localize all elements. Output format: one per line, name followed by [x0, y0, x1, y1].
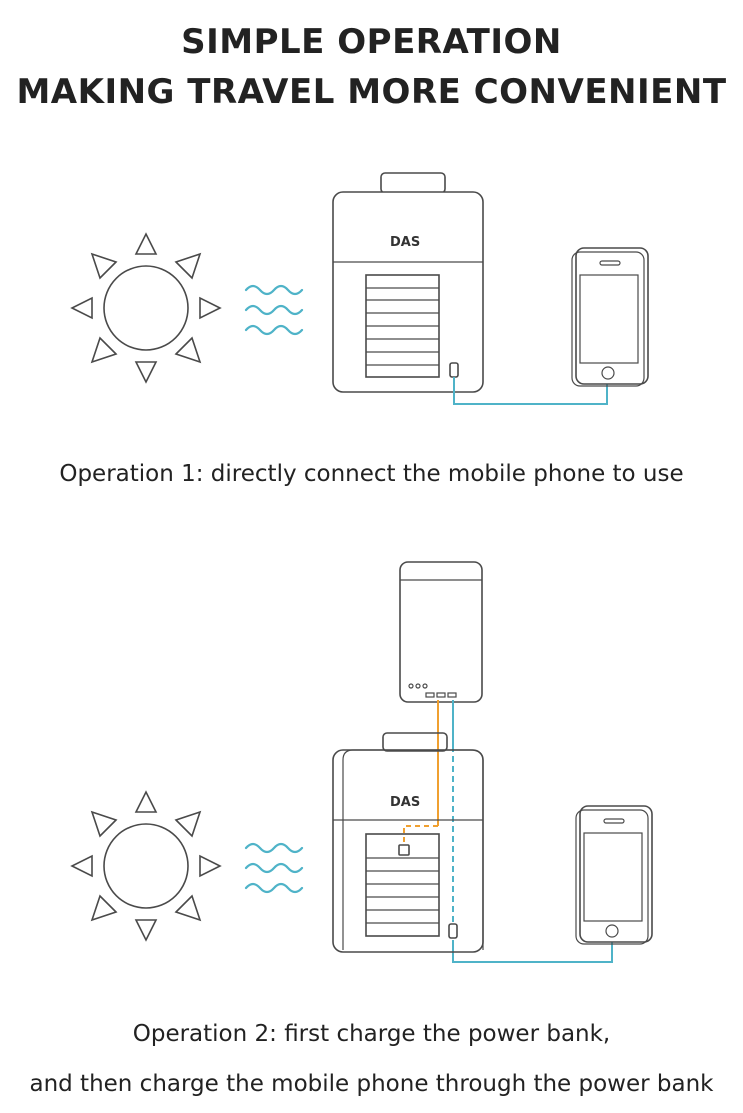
operation2-sun-icon: [70, 790, 222, 942]
operation1-cable-icon: [453, 377, 608, 405]
operation1-caption: Operation 1: directly connect the mobile…: [59, 461, 684, 487]
operation2-mobile-phone-icon: [575, 805, 653, 945]
operation2-caption-line1: Operation 2: first charge the power bank…: [132, 1021, 611, 1047]
operation1-heat-wave-icon: [244, 284, 304, 336]
operation1-solar-device-icon: DAS: [332, 172, 484, 393]
page-title-line1: SIMPLE OPERATION: [181, 22, 562, 62]
operation1-sun-icon: [70, 232, 222, 384]
operation2-cable-icon: [403, 700, 613, 963]
operation2-heat-wave-icon: [244, 842, 304, 894]
page-title-line2: MAKING TRAVEL MORE CONVENIENT: [16, 72, 727, 112]
device-logo: DAS: [390, 795, 420, 810]
operation2-caption-line2: and then charge the mobile phone through…: [29, 1071, 714, 1097]
device-logo: DAS: [390, 235, 420, 250]
operation1-mobile-phone-icon: [571, 247, 649, 387]
operation2-power-bank-icon: [399, 561, 483, 703]
operation2-solar-device-icon: DAS: [332, 732, 484, 953]
